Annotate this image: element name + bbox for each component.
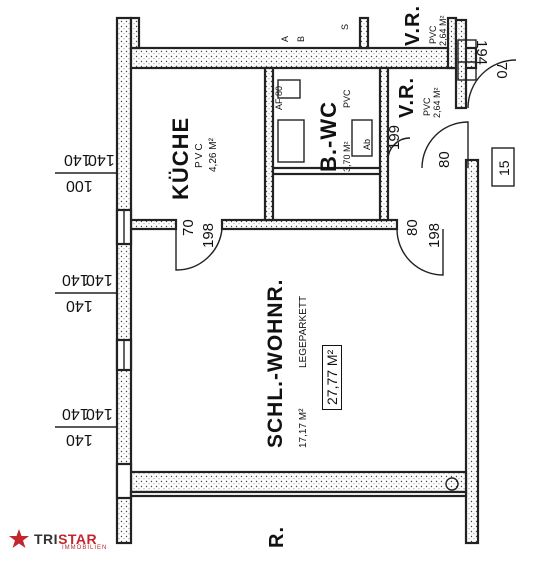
door-swing-vr xyxy=(421,121,469,169)
wall-top-upper xyxy=(129,16,141,50)
room-kueche-area: 4,26 M² xyxy=(208,138,219,172)
window-3 xyxy=(115,462,133,500)
unit-number: 15 xyxy=(496,160,512,176)
room-vr-top-name: V.R. xyxy=(402,4,424,46)
sink xyxy=(351,119,373,157)
top-label-b: B xyxy=(296,35,306,42)
wall-kitchen-living-right xyxy=(220,218,399,231)
wall-top-mid xyxy=(358,16,370,50)
room-schlwohnr-floor: LEGEPARKETT xyxy=(298,295,309,368)
room-bwc-name: B.-WC xyxy=(316,101,341,172)
star-icon xyxy=(9,529,29,548)
window-2-top: 140 xyxy=(62,271,89,288)
window-1-sill: 140 xyxy=(88,151,115,168)
room-schlwohnr-name: SCHL.-WOHNR. xyxy=(264,278,287,448)
door-kitchen-width: 70 xyxy=(180,219,197,236)
door-living-height: 198 xyxy=(426,222,443,248)
room-kueche-floor: PVC xyxy=(194,141,205,168)
door-swing-kitchen xyxy=(175,228,223,271)
wall-top-right xyxy=(446,16,458,70)
room-vr-floor: PVC xyxy=(422,97,432,116)
door-living-width: 80 xyxy=(404,219,421,236)
door-entry-height: 70 xyxy=(493,62,510,79)
exterior-wall-right xyxy=(464,158,480,545)
bathtub xyxy=(277,119,305,163)
wall-kitchen-bwc xyxy=(263,66,275,222)
wall-top xyxy=(129,46,478,70)
door-swing-living xyxy=(396,228,444,276)
wall-bwc-bottom xyxy=(271,166,382,176)
column-marker xyxy=(445,477,459,491)
door-entry-width: 194 xyxy=(473,40,490,66)
vr-arc xyxy=(387,137,411,161)
top-label-a: A xyxy=(280,35,290,42)
logo-text-a: TRI xyxy=(34,531,59,547)
room-vr-area: 2,64 M² xyxy=(432,87,442,118)
door-vr-width: 80 xyxy=(436,151,453,168)
room-vr-name: V.R. xyxy=(396,76,418,118)
door-vr-height: 199 xyxy=(386,124,403,150)
room-schlwohnr-total: 27,77 M² xyxy=(322,344,342,410)
logo-text-b: STAR xyxy=(58,531,98,547)
wall-bwc-vr xyxy=(378,66,390,222)
room-vr-top-area: 2,64 M² xyxy=(438,15,448,46)
room-schlwohnr-area: 17,17 M² xyxy=(298,408,309,448)
entry-box xyxy=(457,39,477,81)
door-swing-entry xyxy=(467,59,517,109)
room-vr-top-floor: PVC xyxy=(428,25,438,44)
window-3-top: 140 xyxy=(62,405,89,422)
wall-kitchen-living xyxy=(129,218,178,231)
window-2-sill: 140 xyxy=(86,271,113,288)
room-kueche-name: KÜCHE xyxy=(168,116,193,200)
exterior-wall-left xyxy=(115,16,133,545)
window-3-bottom: 140 xyxy=(66,431,93,448)
top-label-s: S xyxy=(340,23,350,30)
window-2-bottom: 140 xyxy=(66,297,93,314)
bwc-code: AF 80 xyxy=(274,85,284,110)
lower-room-divider xyxy=(129,490,468,498)
room-bwc-area: 3,70 M² xyxy=(342,141,352,172)
wc-fixture xyxy=(277,79,301,99)
window-1-top: 140 xyxy=(64,151,91,168)
bwc-small: Ab xyxy=(362,138,372,150)
window-1-bottom: 100 xyxy=(66,177,93,194)
unit-number-box xyxy=(491,147,515,187)
door-kitchen-height: 198 xyxy=(200,222,217,248)
room-partial-bottom: R. xyxy=(266,526,288,548)
wall-entry xyxy=(454,18,468,110)
logo-subtext: IMMOBILIEN xyxy=(62,545,108,551)
window-3-sill: 140 xyxy=(86,405,113,422)
logo-text: TRISTAR xyxy=(34,531,97,547)
wall-bottom xyxy=(129,470,468,494)
tristar-logo: TRISTAR IMMOBILIEN xyxy=(8,528,106,551)
room-bwc-floor: PVC xyxy=(342,89,352,108)
